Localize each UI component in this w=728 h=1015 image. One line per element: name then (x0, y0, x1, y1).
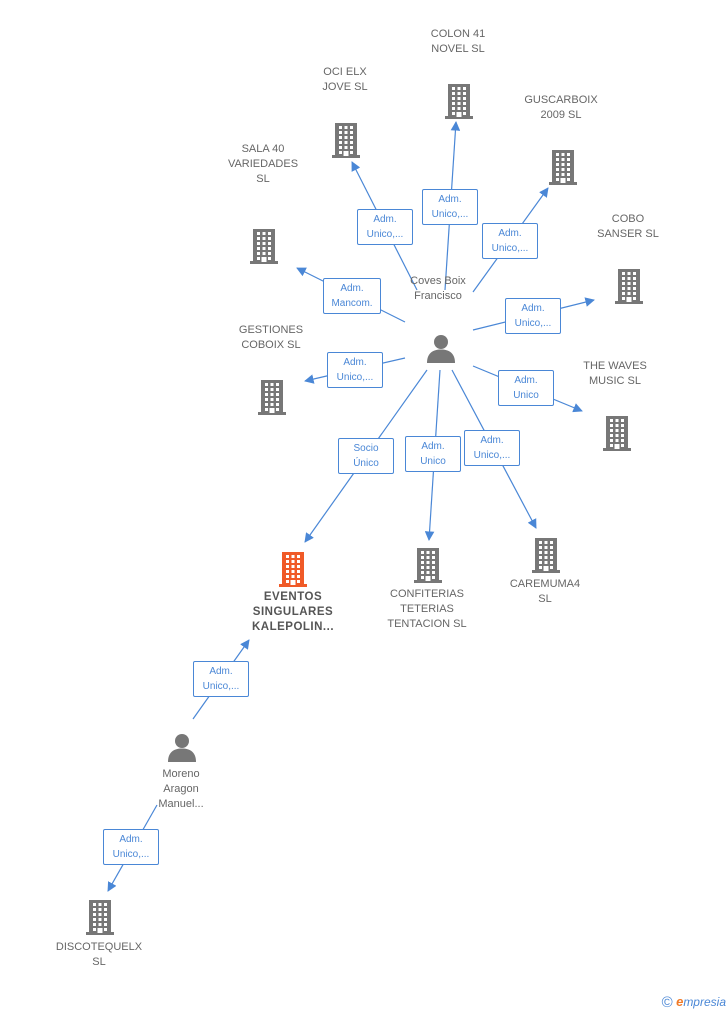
role-label-line: Adm. (340, 283, 364, 294)
node-label-line: Moreno (162, 768, 200, 780)
node-label-line: SALA 40 (241, 143, 285, 155)
node-label-line: CAREMUMA4 (509, 578, 581, 590)
role-label-line: Adm. (498, 228, 522, 239)
node-label-line: GESTIONES (238, 324, 304, 336)
role-label[interactable]: Adm. Unico,... (422, 189, 478, 225)
node-label-line: SL (256, 173, 270, 185)
role-label-line: Adm. (209, 666, 233, 677)
building-icon[interactable] (614, 268, 644, 309)
node-label-line: 2009 SL (540, 109, 582, 121)
building-icon[interactable] (413, 547, 443, 588)
role-label-line: Unico,... (491, 243, 529, 254)
node-label-line: GUSCARBOIX (524, 94, 598, 106)
building-icon[interactable] (444, 83, 474, 124)
building-icon[interactable] (249, 228, 279, 269)
company-label[interactable]: CONFITERIAS TETERIAS TENTACION SL (357, 587, 497, 632)
role-label-line: Unico,... (514, 318, 552, 329)
role-label-line: Adm. (119, 834, 143, 845)
company-label[interactable]: EVENTOS SINGULARES KALEPOLIN... (223, 590, 363, 635)
node-label-line: JOVE SL (322, 81, 368, 93)
role-label-line: Mancom. (331, 298, 373, 309)
node-label-line: SINGULARES (252, 606, 334, 618)
role-label-line: Unico (420, 456, 446, 467)
person-icon[interactable] (426, 334, 456, 369)
role-label[interactable]: Adm. Unico,... (482, 223, 538, 259)
node-label-line: OCI ELX (323, 66, 367, 78)
company-label[interactable]: SALA 40 VARIEDADES SL (193, 142, 333, 187)
role-label-line: Unico,... (473, 450, 511, 461)
company-label[interactable]: GUSCARBOIX 2009 SL (491, 93, 631, 123)
role-label-line: Único (353, 458, 379, 469)
node-label-line: TENTACION SL (387, 618, 467, 630)
role-label-line: Adm. (514, 375, 538, 386)
copyright-symbol: © (661, 994, 673, 1011)
company-label[interactable]: THE WAVES MUSIC SL (545, 359, 685, 389)
node-label-line: Francisco (414, 290, 462, 302)
role-label[interactable]: Adm. Unico,... (327, 352, 383, 388)
role-label[interactable]: Adm. Unico,... (103, 829, 159, 865)
building-icon[interactable] (531, 537, 561, 578)
role-label-line: Adm. (373, 214, 397, 225)
node-label-line: COBO (611, 213, 645, 225)
footer-brand: © empresia (662, 994, 726, 1011)
building-icon[interactable] (85, 899, 115, 940)
node-label-line: SL (92, 956, 106, 968)
role-label[interactable]: Adm. Unico (405, 436, 461, 472)
role-label-line: Unico,... (112, 849, 150, 860)
role-label-line: Unico,... (366, 229, 404, 240)
brand-initial: e (676, 994, 684, 1009)
person-icon[interactable] (167, 733, 197, 768)
role-label-line: Adm. (438, 194, 462, 205)
node-label-line: EVENTOS (263, 591, 323, 603)
node-label-line: VARIEDADES (227, 158, 299, 170)
company-label[interactable]: COBO SANSER SL (558, 212, 698, 242)
node-label-line: SANSER SL (597, 228, 659, 240)
company-label[interactable]: DISCOTEQUELX SL (29, 940, 169, 970)
node-label-line: CONFITERIAS (390, 588, 464, 600)
building-icon[interactable] (548, 149, 578, 190)
node-label-line: MUSIC SL (589, 375, 641, 387)
node-label-line: KALEPOLIN... (251, 621, 335, 633)
role-label-line: Adm. (480, 435, 504, 446)
role-label-line: Socio (353, 443, 379, 454)
role-label[interactable]: Adm. Unico (498, 370, 554, 406)
node-label-line: TETERIAS (400, 603, 454, 615)
company-label[interactable]: GESTIONES COBOIX SL (201, 323, 341, 353)
node-label-line: COLON 41 (430, 28, 486, 40)
node-label-line: DISCOTEQUELX (55, 941, 143, 953)
building-icon[interactable] (331, 122, 361, 163)
role-label-line: Unico,... (336, 372, 374, 383)
role-label-line: Unico (513, 390, 539, 401)
building-icon[interactable] (278, 551, 308, 592)
node-label-line: Coves Boix (410, 275, 466, 287)
building-icon[interactable] (602, 415, 632, 456)
node-label-line: Manuel... (158, 798, 204, 810)
role-label-line: Unico,... (431, 209, 469, 220)
role-label[interactable]: Adm. Unico,... (464, 430, 520, 466)
role-label-line: Adm. (521, 303, 545, 314)
brand-name: mpresia (683, 995, 726, 1009)
node-label-line: THE WAVES (583, 360, 647, 372)
role-label[interactable]: Adm. Unico,... (357, 209, 413, 245)
company-label[interactable]: OCI ELX JOVE SL (275, 65, 415, 95)
node-label-line: Aragon (163, 783, 199, 795)
role-label-line: Adm. (343, 357, 367, 368)
company-label[interactable]: COLON 41 NOVEL SL (388, 27, 528, 57)
role-label-line: Adm. (421, 441, 445, 452)
node-label-line: COBOIX SL (241, 339, 301, 351)
role-label[interactable]: Adm. Unico,... (505, 298, 561, 334)
node-label-line: NOVEL SL (431, 43, 485, 55)
role-label-line: Unico,... (202, 681, 240, 692)
building-icon[interactable] (257, 379, 287, 420)
role-label[interactable]: Adm. Mancom. (323, 278, 381, 314)
node-label-line: SL (538, 593, 552, 605)
role-label[interactable]: Adm. Unico,... (193, 661, 249, 697)
